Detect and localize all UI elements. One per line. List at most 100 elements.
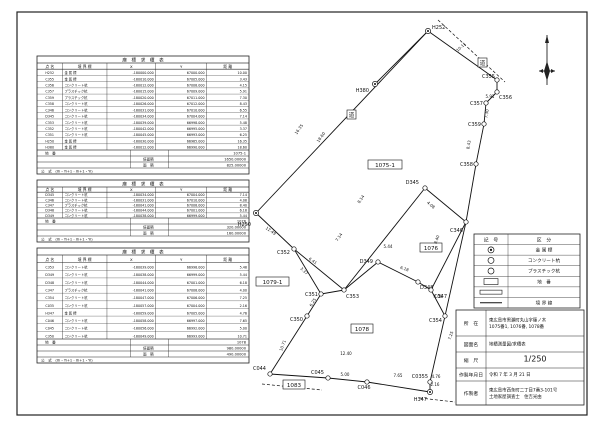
point-label: C046 (357, 385, 370, 391)
table-cell: 6.18 (240, 209, 247, 213)
table-header-cell: 距 離 (223, 64, 232, 69)
table-cell: プラスチック杭 (64, 95, 88, 100)
table-header-cell: 距 離 (223, 257, 232, 262)
survey-point-icon (463, 219, 469, 225)
table-cell: C353 (45, 121, 54, 125)
title-value: 1075番1, 1076番, 1078番 (489, 323, 545, 330)
survey-point-icon (483, 100, 489, 106)
title-value: 土地家屋調査士 住吉光由 (489, 393, 542, 400)
table-cell: -180026.000 (133, 102, 154, 106)
point-label: C346 (450, 228, 463, 234)
parcel-number: 1075-1 (375, 163, 395, 169)
table-cell: 3.43 (240, 77, 247, 81)
survey-point-icon (375, 259, 381, 265)
table-cell: -180039.000 (133, 121, 154, 125)
metal-marker-center (489, 248, 493, 251)
table-cell: -180058.000 (133, 319, 154, 323)
table-cell: 7.25 (240, 296, 247, 300)
parcel-number-box (282, 379, 306, 390)
survey-point-center (427, 30, 429, 32)
point-label: H347 (414, 397, 427, 403)
table-cell: 8.43 (240, 102, 247, 106)
table-cell: -180057.000 (133, 304, 154, 308)
survey-point-icon (481, 121, 487, 127)
table-cell: -180034.000 (133, 115, 154, 119)
table-cell: コンクリート杭 (64, 303, 88, 308)
table-cell: C357 (45, 90, 54, 94)
parcel-number: 1083 (287, 383, 302, 389)
distance-label: 7.14 (334, 232, 343, 243)
table-cell: コンクリート杭 (64, 333, 88, 338)
table-cell: 8.40 (240, 204, 247, 208)
table-cell: 7.14 (240, 193, 247, 197)
table-cell: -180039.000 (133, 266, 154, 270)
table-cell: -180045.000 (133, 133, 154, 137)
parcel-number: 1076 (424, 246, 439, 252)
distance-label: 4.00 (434, 294, 443, 299)
table-cell: 66995.000 (187, 127, 205, 131)
distance-label: 6.18 (399, 265, 410, 273)
table-cell: 67005.000 (187, 77, 205, 81)
table-header-cell: X (130, 187, 133, 192)
table-cell: 67010.000 (187, 108, 205, 112)
legend-label: 境 界 線 (536, 299, 553, 306)
table-cell: 6.18 (240, 281, 247, 285)
survey-point-icon (473, 161, 479, 167)
survey-point-icon (494, 89, 500, 95)
table-cell: 67012.000 (187, 102, 205, 106)
table-cell: プラスチック杭 (64, 89, 88, 94)
table-formula: 公 式 (Xi・Yi+1 - Xi+1・Yi) (41, 169, 93, 174)
parcel-number: 1079-1 (263, 280, 283, 286)
table-cell: C351 (45, 133, 54, 137)
table-cell: -180042.000 (133, 127, 154, 131)
table-cell: 66993.000 (187, 334, 205, 338)
table-title: 座 標 求 積 表 (122, 181, 164, 188)
point-label: D349 (360, 259, 373, 265)
distance-label: 5.91 (486, 94, 495, 99)
distance-label: 5.44 (384, 244, 393, 249)
plastic-pile-icon (487, 267, 495, 275)
table-cell: プラスチック杭 (64, 203, 88, 208)
table-cell: 67001.000 (187, 281, 205, 285)
table-cell: -180044.000 (133, 209, 154, 213)
title-label: 作製年月日 (459, 371, 483, 378)
legend: 記 号区 分金 属 標コンクリート杭プラスチック杭地 番境 界 線 (473, 233, 581, 309)
title-value: 地積測量図/求積表 (489, 341, 526, 348)
table-formula: 公 式 (Xi・Yi+1 - Xi+1・Yi) (41, 358, 93, 363)
distance-label: 7.65 (394, 373, 403, 378)
boundary-line (427, 30, 498, 81)
table-cell: コンクリート杭 (64, 265, 88, 270)
table-header-cell: 点 名 (45, 257, 54, 262)
table-cell: 66999.000 (187, 214, 205, 218)
boundary-line (424, 187, 467, 223)
table-cell: 67001.000 (187, 209, 205, 213)
table-cell: 金 属 標 (64, 70, 77, 75)
table-cell: -180059.000 (133, 311, 154, 315)
road-label: 道 (480, 59, 486, 67)
title-value: 東広島市西条町二丁目7番3-101号 (489, 386, 558, 393)
distance-label: 7.25 (447, 330, 455, 341)
table-cell: コンクリート杭 (64, 120, 88, 125)
table-cell: 67008.000 (187, 204, 205, 208)
boundary-line (444, 221, 467, 317)
concrete-pile-icon (487, 257, 495, 264)
table-cell: C347 (45, 289, 54, 293)
table-cell: 67006.000 (187, 296, 205, 300)
table-cell: -180020.000 (133, 96, 154, 100)
table-cell: 5.00 (240, 327, 247, 331)
table-cell: 66998.000 (187, 121, 205, 125)
table-foot-value: 1650.00000 (224, 158, 246, 162)
table-cell: コンクリート杭 (64, 101, 88, 106)
boundary-line (485, 91, 498, 104)
table-cell: -180041.000 (133, 204, 154, 208)
table-cell: 4.08 (240, 198, 247, 202)
point-label: C0355 (412, 374, 428, 380)
table-cell: -180031.000 (133, 198, 154, 202)
table-cell: H347 (45, 311, 54, 315)
title-label: 作製者 (464, 390, 479, 397)
table-cell: 4.76 (240, 311, 247, 315)
table-cell: 66985.000 (187, 139, 205, 143)
distance-label: 8.40 (433, 234, 441, 245)
table-cell: 66999.000 (187, 273, 205, 277)
